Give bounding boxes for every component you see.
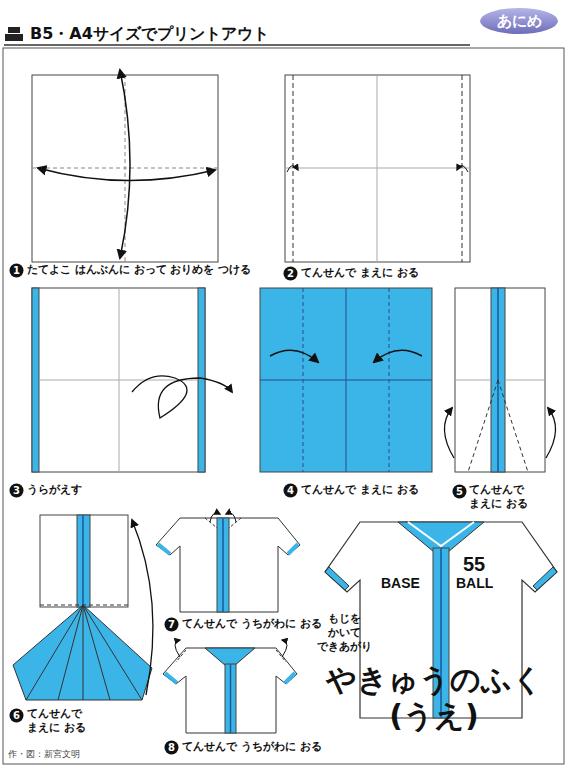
page-frame [3, 48, 564, 764]
badge: あにめ [478, 6, 560, 36]
step-number: 5 [452, 484, 467, 499]
step-caption: てんせんで まえに おる [469, 483, 533, 511]
step-caption: てんせんで まえに おる [27, 707, 91, 735]
step-number: 4 [283, 483, 298, 498]
header-rule [4, 44, 470, 46]
step2-square [285, 75, 470, 262]
step5-rect [444, 288, 555, 472]
step-number-text: 5 [456, 487, 463, 497]
badge-text: あにめ [497, 14, 542, 29]
header-text: B5・A4サイズでプリントアウト [30, 24, 269, 44]
step-number-text: 7 [168, 620, 175, 630]
title: やきゅうのふく (うえ) [318, 662, 550, 734]
step-number-text: 1 [13, 266, 20, 276]
step-caption: てんせんで うちがわに おる [182, 617, 322, 631]
step-caption: たてよこ はんぶんに おって おりめを つける [27, 263, 251, 277]
step-number: 1 [9, 263, 24, 278]
step-number: 7 [164, 617, 179, 632]
shirt-text: BASE [381, 575, 420, 593]
step7-shirt [156, 513, 300, 612]
step-caption: てんせんで うちがわに おる [182, 740, 322, 754]
step-number-text: 8 [168, 743, 175, 753]
credit: 作・図：新宮文明 [8, 749, 80, 760]
step-number: 8 [164, 740, 179, 755]
step-number: 3 [9, 483, 24, 498]
step-caption: てんせんで まえに おる [301, 266, 419, 280]
step-caption: うらがえす [27, 483, 82, 497]
step-number-text: 2 [287, 269, 294, 279]
step-caption: てんせんで まえに おる [301, 483, 419, 497]
step6-shape [13, 515, 153, 700]
step-number: 6 [9, 708, 24, 723]
finish-note: もじを かいて できあがり [312, 612, 376, 653]
step4-square [260, 288, 432, 472]
step-number: 2 [283, 266, 298, 281]
printer-icon [5, 27, 23, 41]
step-number-text: 6 [13, 711, 20, 721]
step-number-text: 3 [13, 486, 20, 496]
step3-square [32, 288, 232, 472]
shirt-number: 55 [463, 552, 485, 577]
step1-square [32, 70, 218, 262]
step-number-text: 4 [287, 486, 294, 496]
shirt-text: BALL [456, 575, 493, 593]
step8-shirt [163, 640, 297, 733]
